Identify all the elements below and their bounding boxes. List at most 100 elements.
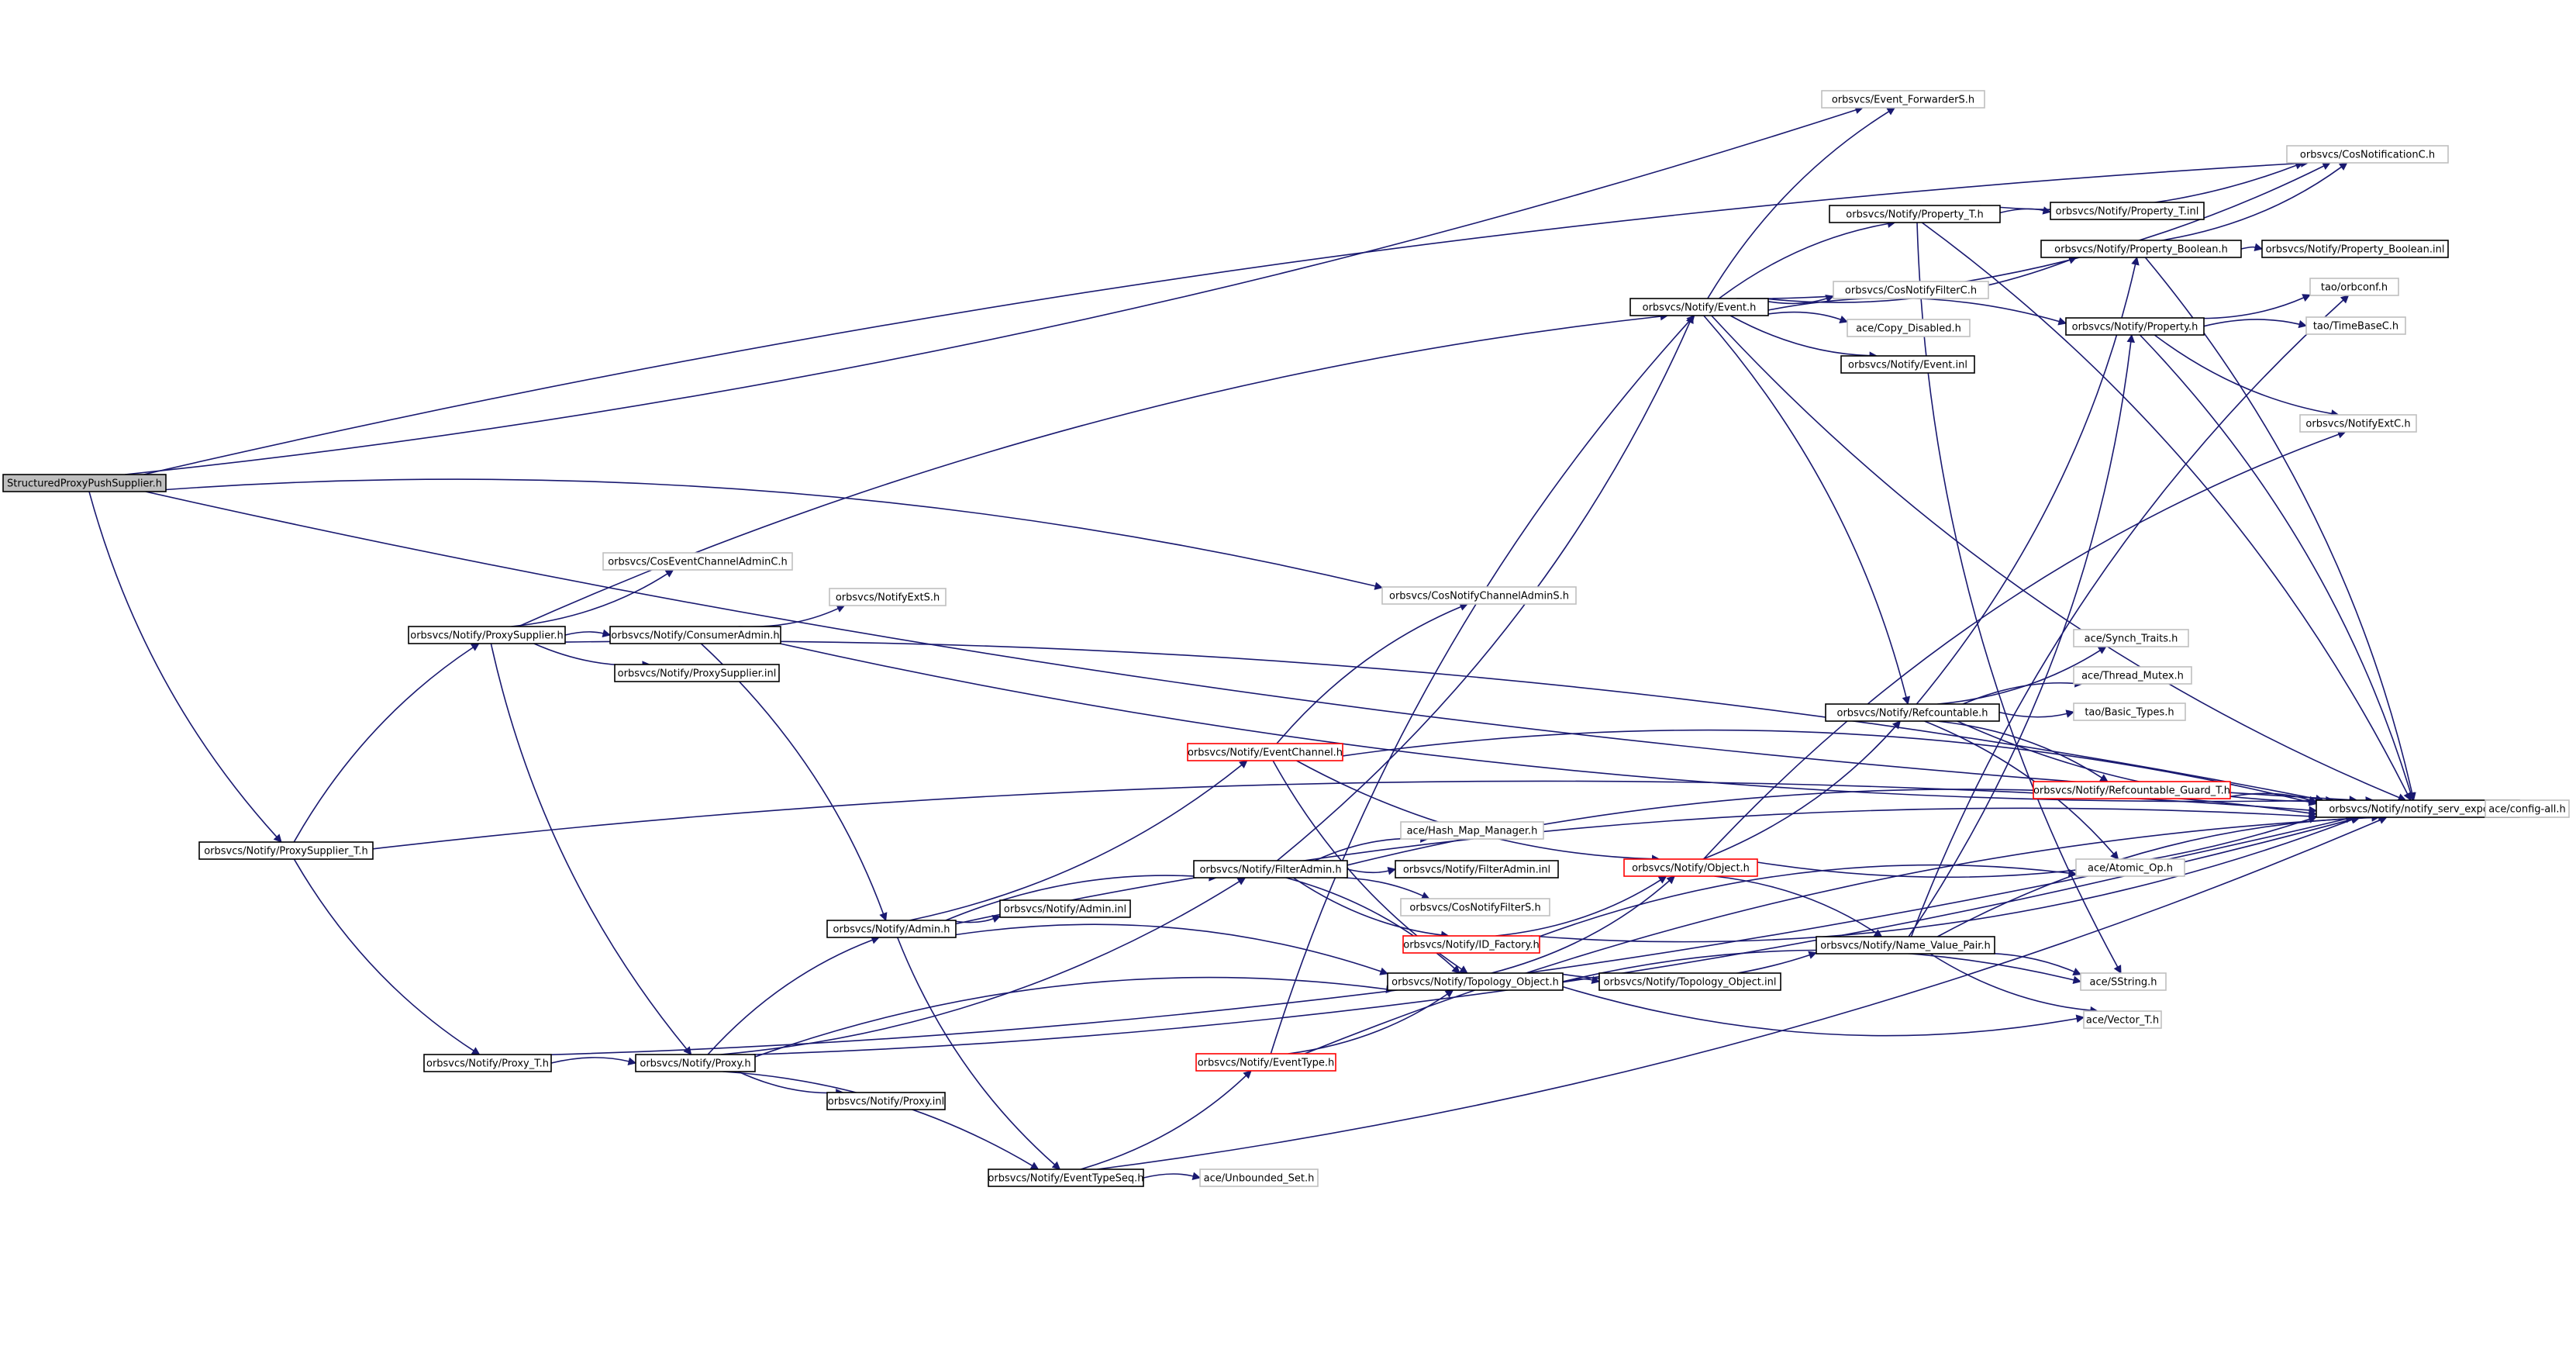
node-box[interactable] (2299, 414, 2417, 433)
node-proxySup[interactable]: orbsvcs/Notify/ProxySupplier.h (408, 626, 566, 644)
node-box[interactable] (2065, 317, 2205, 336)
node-box[interactable] (1629, 298, 1769, 316)
node-box[interactable] (1598, 972, 1781, 991)
node-box[interactable] (602, 552, 793, 571)
node-box[interactable] (1829, 205, 2001, 223)
node-box[interactable] (1195, 1053, 1336, 1072)
node-box[interactable] (999, 899, 1131, 918)
node-consAdm[interactable]: orbsvcs/Notify/ConsumerAdmin.h (609, 626, 781, 644)
node-proxySupInl[interactable]: orbsvcs/Notify/ProxySupplier.inl (614, 664, 780, 682)
node-adminInl[interactable]: orbsvcs/Notify/Admin.inl (999, 899, 1131, 918)
node-unbSet[interactable]: ace/Unbounded_Set.h (1199, 1169, 1319, 1187)
node-box[interactable] (2073, 702, 2186, 721)
node-box[interactable] (408, 626, 566, 644)
node-prop[interactable]: orbsvcs/Notify/Property.h (2065, 317, 2205, 336)
node-propBool[interactable]: orbsvcs/Notify/Property_Boolean.h (2040, 240, 2242, 258)
node-box[interactable] (609, 626, 781, 644)
node-box[interactable] (423, 1054, 552, 1072)
node-idFact[interactable]: orbsvcs/Notify/ID_Factory.h (1402, 935, 1540, 954)
node-nvp[interactable]: orbsvcs/Notify/Name_Value_Pair.h (1816, 936, 1995, 954)
node-box[interactable] (635, 1054, 756, 1072)
node-box[interactable] (2305, 316, 2406, 335)
node-box[interactable] (1833, 281, 1989, 299)
node-box[interactable] (2073, 629, 2189, 647)
arrowhead-propT-to-propTinl (2042, 206, 2052, 215)
node-box[interactable] (1847, 319, 1971, 337)
node-proxyT[interactable]: orbsvcs/Notify/Proxy_T.h (423, 1054, 552, 1072)
node-box[interactable] (1400, 898, 1550, 917)
node-topo[interactable]: orbsvcs/Notify/Topology_Object.h (1387, 972, 1564, 991)
node-configAll[interactable]: ace/config-all.h (2485, 799, 2570, 818)
node-propBoolInl[interactable]: orbsvcs/Notify/Property_Boolean.inl (2261, 240, 2449, 258)
node-proxyInl[interactable]: orbsvcs/Notify/Proxy.inl (826, 1092, 946, 1110)
node-threadMutex[interactable]: ace/Thread_Mutex.h (2073, 666, 2192, 685)
node-cosEvAdmC[interactable]: orbsvcs/CosEventChannelAdminC.h (602, 552, 793, 571)
node-box[interactable] (2485, 799, 2570, 818)
node-box[interactable] (1400, 821, 1544, 840)
node-object[interactable]: orbsvcs/Notify/Object.h (1623, 858, 1758, 877)
node-box[interactable] (826, 920, 957, 938)
node-admin[interactable]: orbsvcs/Notify/Admin.h (826, 920, 957, 938)
node-cosFilterS[interactable]: orbsvcs/CosNotifyFilterS.h (1400, 898, 1550, 917)
node-box[interactable] (2050, 202, 2205, 220)
edge-proxy-to-admin (707, 939, 873, 1055)
node-hashMap[interactable]: ace/Hash_Map_Manager.h (1400, 821, 1544, 840)
node-vectorT[interactable]: ace/Vector_T.h (2083, 1010, 2162, 1029)
node-synch[interactable]: ace/Synch_Traits.h (2073, 629, 2189, 647)
node-filterAdmInl[interactable]: orbsvcs/Notify/FilterAdmin.inl (1395, 860, 1559, 879)
node-box[interactable] (1187, 743, 1343, 761)
node-cosFilterC[interactable]: orbsvcs/CosNotifyFilterC.h (1833, 281, 1989, 299)
node-atomicOp[interactable]: ace/Atomic_Op.h (2075, 858, 2185, 877)
node-box[interactable] (1623, 858, 1758, 877)
node-box[interactable] (1381, 586, 1577, 605)
node-proxySupT[interactable]: orbsvcs/Notify/ProxySupplier_T.h (198, 841, 374, 860)
node-box[interactable] (2309, 278, 2399, 296)
node-box[interactable] (1825, 703, 2000, 722)
node-proxy[interactable]: orbsvcs/Notify/Proxy.h (635, 1054, 756, 1072)
node-orbconf[interactable]: tao/orbconf.h (2309, 278, 2399, 296)
node-box[interactable] (2261, 240, 2449, 258)
node-evType[interactable]: orbsvcs/Notify/EventType.h (1195, 1053, 1336, 1072)
node-copyDis[interactable]: ace/Copy_Disabled.h (1847, 319, 1971, 337)
node-cosnot[interactable]: orbsvcs/CosNotificationC.h (2286, 145, 2449, 164)
node-box[interactable] (2073, 666, 2192, 685)
node-box[interactable] (2080, 972, 2167, 991)
node-box[interactable] (826, 1092, 946, 1110)
node-box[interactable] (198, 841, 374, 860)
node-box[interactable] (2083, 1010, 2162, 1029)
node-event[interactable]: orbsvcs/Notify/Event.h (1629, 298, 1769, 316)
node-evTypeSeq[interactable]: orbsvcs/Notify/EventTypeSeq.h (988, 1169, 1144, 1187)
node-box[interactable] (1402, 935, 1540, 954)
node-box[interactable] (1193, 860, 1348, 879)
node-box[interactable] (1840, 355, 1975, 374)
node-refc[interactable]: orbsvcs/Notify/Refcountable.h (1825, 703, 2000, 722)
node-filterAdm[interactable]: orbsvcs/Notify/FilterAdmin.h (1193, 860, 1348, 879)
node-topoInl[interactable]: orbsvcs/Notify/Topology_Object.inl (1598, 972, 1781, 991)
node-eventInl[interactable]: orbsvcs/Notify/Event.inl (1840, 355, 1975, 374)
node-fwd[interactable]: orbsvcs/Event_ForwarderS.h (1821, 90, 1985, 109)
node-box[interactable] (2, 474, 167, 492)
node-propTinl[interactable]: orbsvcs/Notify/Property_T.inl (2050, 202, 2205, 220)
node-sstring[interactable]: ace/SString.h (2080, 972, 2167, 991)
node-timeBase[interactable]: tao/TimeBaseC.h (2305, 316, 2406, 335)
node-notifyExtC[interactable]: orbsvcs/NotifyExtC.h (2299, 414, 2417, 433)
node-cosNotChAdmS[interactable]: orbsvcs/CosNotifyChannelAdminS.h (1381, 586, 1577, 605)
node-notifyExtS[interactable]: orbsvcs/NotifyExtS.h (829, 588, 947, 606)
node-box[interactable] (2075, 858, 2185, 877)
node-root[interactable]: StructuredProxyPushSupplier.h (2, 474, 167, 492)
node-box[interactable] (1816, 936, 1995, 954)
node-box[interactable] (988, 1169, 1144, 1187)
node-box[interactable] (1821, 90, 1985, 109)
node-box[interactable] (829, 588, 947, 606)
node-box[interactable] (1199, 1169, 1319, 1187)
node-box[interactable] (2040, 240, 2242, 258)
node-box[interactable] (614, 664, 780, 682)
node-basicTypes[interactable]: tao/Basic_Types.h (2073, 702, 2186, 721)
node-box[interactable] (2033, 781, 2231, 799)
node-refGuard[interactable]: orbsvcs/Notify/Refcountable_Guard_T.h (2033, 781, 2231, 799)
node-box[interactable] (1387, 972, 1564, 991)
node-evCh[interactable]: orbsvcs/Notify/EventChannel.h (1187, 743, 1343, 761)
node-box[interactable] (1395, 860, 1559, 879)
node-propT[interactable]: orbsvcs/Notify/Property_T.h (1829, 205, 2001, 223)
node-box[interactable] (2286, 145, 2449, 164)
